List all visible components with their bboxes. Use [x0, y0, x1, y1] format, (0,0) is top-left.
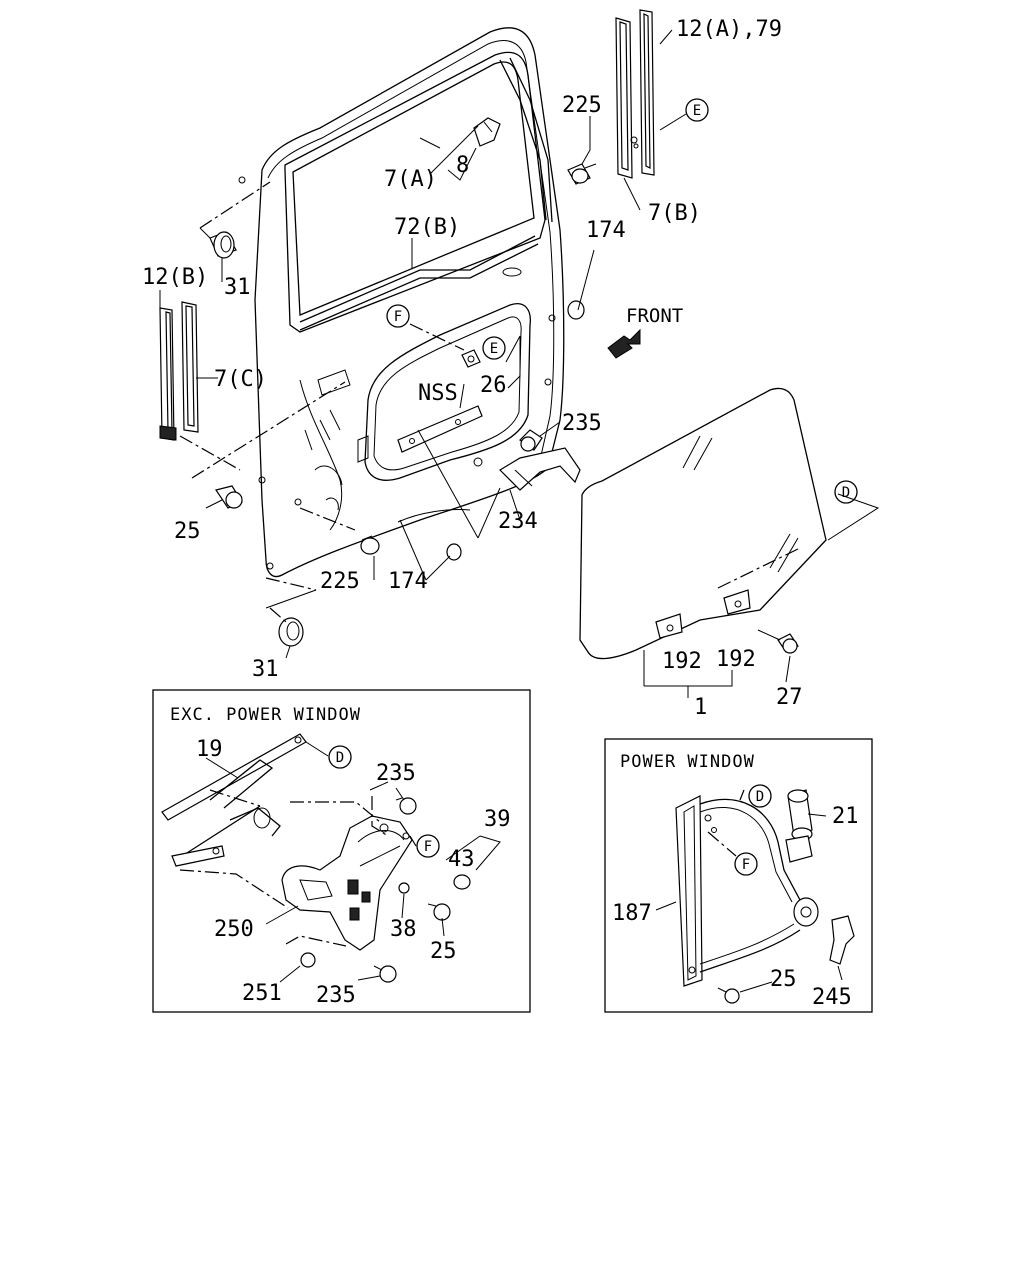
ref-circle-f-door — [386, 304, 410, 328]
label-225-bottom: 225 — [320, 569, 360, 594]
ref-letter: F — [742, 857, 750, 873]
label-43: 43 — [448, 847, 475, 872]
label-27: 27 — [776, 685, 803, 710]
ref-circle-f-power — [734, 852, 758, 876]
label-192-right: 192 — [716, 647, 756, 672]
label-19: 19 — [196, 737, 223, 762]
label-nss: NSS — [418, 381, 458, 406]
label-1: 1 — [694, 695, 707, 720]
ref-letter: D — [756, 789, 764, 805]
label-251: 251 — [242, 981, 282, 1006]
label-7b: 7(B) — [648, 201, 701, 226]
label-174-bottom: 174 — [388, 569, 428, 594]
label-25-power: 25 — [770, 967, 797, 992]
ref-circle-e-door — [482, 336, 506, 360]
label-250: 250 — [214, 917, 254, 942]
box-title-exc-power-window: EXC. POWER WINDOW — [170, 705, 361, 725]
door-panel — [238, 27, 565, 578]
rail-12b-7c — [159, 301, 199, 441]
label-174-top: 174 — [586, 218, 626, 243]
fasteners — [209, 117, 597, 647]
ref-letter: F — [424, 839, 432, 855]
part-labels: 12(A),79 225 7(A) 8 7(B) 72(B) 174 12(B)… — [142, 17, 859, 1010]
label-25-box: 25 — [430, 939, 457, 964]
label-72b: 72(B) — [394, 215, 460, 240]
label-234: 234 — [498, 509, 538, 534]
ref-circle-d-glass — [834, 480, 858, 504]
label-192-left: 192 — [662, 649, 702, 674]
exc-power-window-box — [152, 689, 531, 1013]
label-31-bottom: 31 — [252, 657, 279, 682]
label-235-box-top: 235 — [376, 761, 416, 786]
label-38: 38 — [390, 917, 417, 942]
ref-circle-d-power — [748, 784, 772, 808]
label-39: 39 — [484, 807, 511, 832]
label-225-top: 225 — [562, 93, 602, 118]
label-21: 21 — [832, 804, 859, 829]
ref-letter: D — [336, 750, 344, 766]
power-window-box — [604, 738, 873, 1013]
label-235-door: 235 — [562, 411, 602, 436]
label-187: 187 — [612, 901, 652, 926]
label-245: 245 — [812, 985, 852, 1010]
box-title-power-window: POWER WINDOW — [620, 752, 755, 772]
label-12b: 12(B) — [142, 265, 208, 290]
ref-letter: E — [693, 103, 701, 119]
door-glass — [579, 387, 827, 660]
front-arrow — [607, 328, 641, 359]
label-31-top: 31 — [224, 275, 251, 300]
label-235-box-bottom: 235 — [316, 983, 356, 1008]
ref-letter: D — [842, 485, 850, 501]
label-25-door: 25 — [174, 519, 201, 544]
label-12a-79: 12(A),79 — [676, 17, 782, 42]
rail-12a-7b — [615, 9, 655, 179]
ref-letter: F — [394, 309, 402, 325]
ref-letter: E — [490, 341, 498, 357]
ref-circle-e-top — [685, 98, 709, 122]
ref-circle-d-manual — [328, 745, 352, 769]
door-leader-lines — [159, 29, 880, 698]
label-7c: 7(C) — [214, 367, 267, 392]
label-front: FRONT — [626, 305, 683, 327]
ref-circle-f-manual — [416, 834, 440, 858]
label-7a: 7(A) — [384, 167, 437, 192]
reference-circles: E F E D D F D F — [328, 98, 858, 876]
label-8: 8 — [456, 153, 469, 178]
label-26: 26 — [480, 373, 507, 398]
